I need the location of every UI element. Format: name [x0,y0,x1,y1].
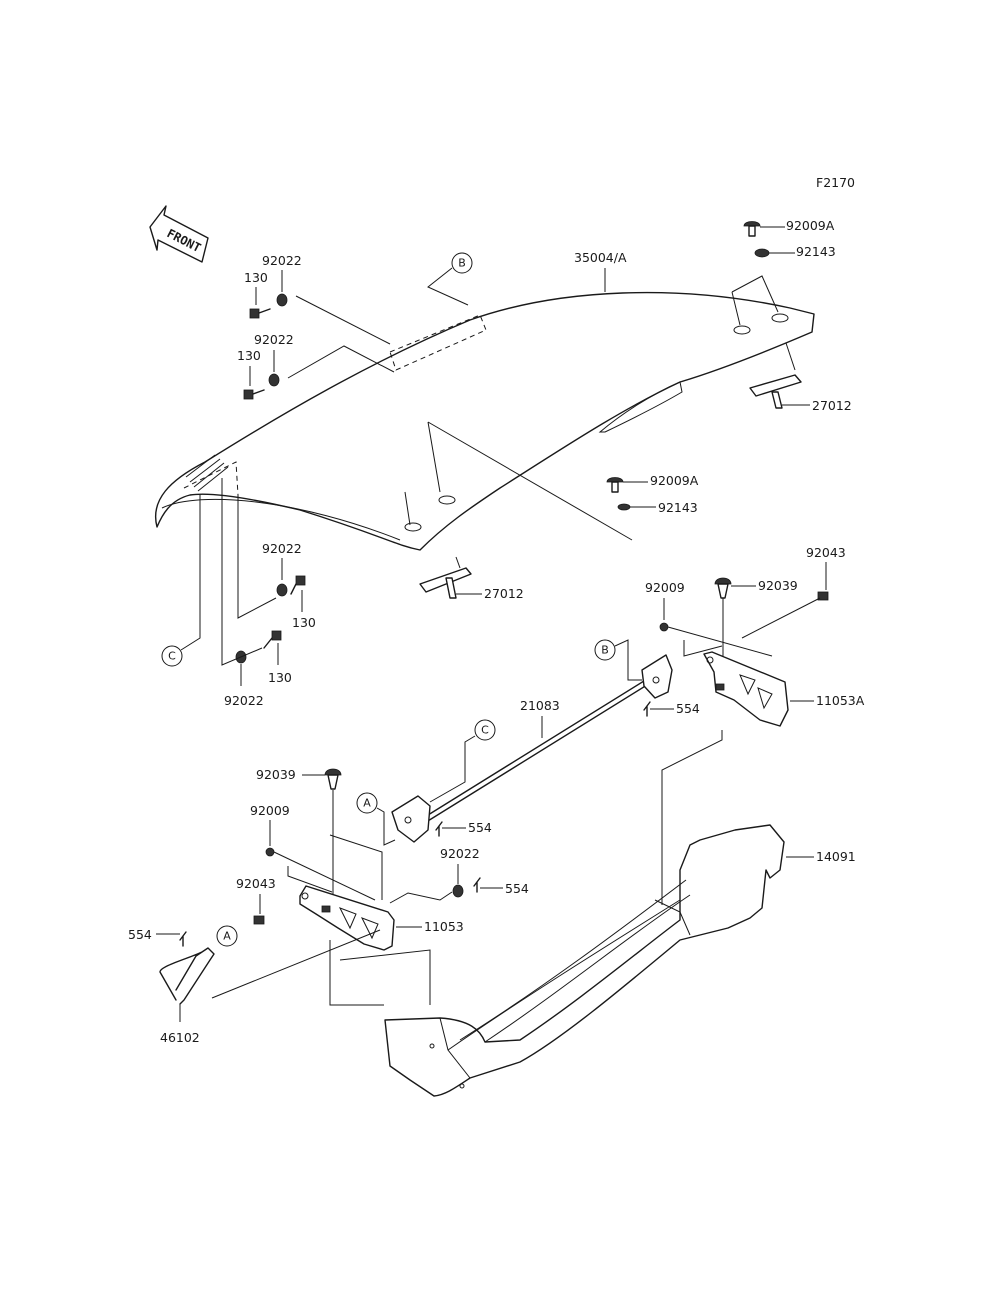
label-130-3: 130 [292,615,316,630]
label-92043-left: 92043 [236,876,276,891]
label-92009a-mid: 92009A [650,473,699,488]
label-554-4: 554 [128,927,152,942]
callout-b-top-text: B [458,257,466,270]
label-11053a: 11053A [816,693,865,708]
bolt-92043-left [253,915,265,925]
bolt-130-4 [263,630,282,649]
label-92039-right: 92039 [758,578,798,593]
callout-b-top: B [451,252,473,274]
callout-a-low-text: A [223,930,231,943]
screw-92009a-mid [606,477,624,493]
callout-c-mid-text: C [481,724,489,737]
label-46102: 46102 [160,1030,200,1045]
label-92009-left: 92009 [250,803,290,818]
screw-92009a-top [743,221,761,237]
washer-92022-1 [276,293,288,307]
callout-a-mid: A [356,792,378,814]
label-92022-1: 92022 [262,253,302,268]
bolt-130-2 [243,389,265,400]
label-35004a: 35004/A [574,250,627,265]
label-92143-top: 92143 [796,244,836,259]
label-92022-2: 92022 [254,332,294,347]
label-92143-mid: 92143 [658,500,698,515]
rod-46102 [159,947,215,1005]
label-92043-right: 92043 [806,545,846,560]
bolt-130-1 [249,308,271,319]
screw-92009-left [265,847,275,857]
bracket-27012-right [749,374,802,409]
cover-35004a [154,291,815,551]
label-92022-4: 92022 [224,693,264,708]
callout-b-mid-text: B [601,644,609,657]
callout-c-left-text: C [168,650,176,663]
washer-92022-3 [276,583,288,597]
figure-code: F2170 [816,175,855,190]
callout-c-left: C [161,645,183,667]
callout-a-mid-text: A [363,797,371,810]
pin-554-4 [179,931,187,947]
label-92009-right: 92009 [645,580,685,595]
front-arrow-icon: FRONT [149,205,209,263]
pin-554-1 [643,701,651,717]
label-554-2: 554 [468,820,492,835]
label-130-1: 130 [244,270,268,285]
label-130-2: 130 [237,348,261,363]
bracket-11053a [703,651,789,727]
label-92022-3: 92022 [262,541,302,556]
label-130-4: 130 [268,670,292,685]
pin-554-2 [435,821,443,837]
pin-554-3 [473,877,481,893]
washer-92143-mid [617,503,631,511]
tray-14091 [384,824,785,1097]
washer-92143-top [754,248,770,258]
label-11053: 11053 [424,919,464,934]
bolt-92043-right [817,591,829,601]
label-554-1: 554 [676,701,700,716]
washer-92022-5 [452,884,464,898]
washer-92022-2 [268,373,280,387]
clip-92039-left [324,768,342,790]
callout-a-low: A [216,925,238,947]
label-27012-mid: 27012 [484,586,524,601]
label-554-3: 554 [505,881,529,896]
bracket-11053 [299,885,395,951]
label-21083: 21083 [520,698,560,713]
callout-b-mid: B [594,639,616,661]
callout-c-mid: C [474,719,496,741]
label-27012-right: 27012 [812,398,852,413]
label-92022-5: 92022 [440,846,480,861]
label-14091: 14091 [816,849,856,864]
bracket-27012-mid [419,567,472,599]
rod-21083 [391,654,673,843]
clip-92039-right [714,577,732,599]
label-92039-left: 92039 [256,767,296,782]
bolt-130-3 [290,575,306,595]
screw-92009-right [659,622,669,632]
label-92009a-top: 92009A [786,218,835,233]
